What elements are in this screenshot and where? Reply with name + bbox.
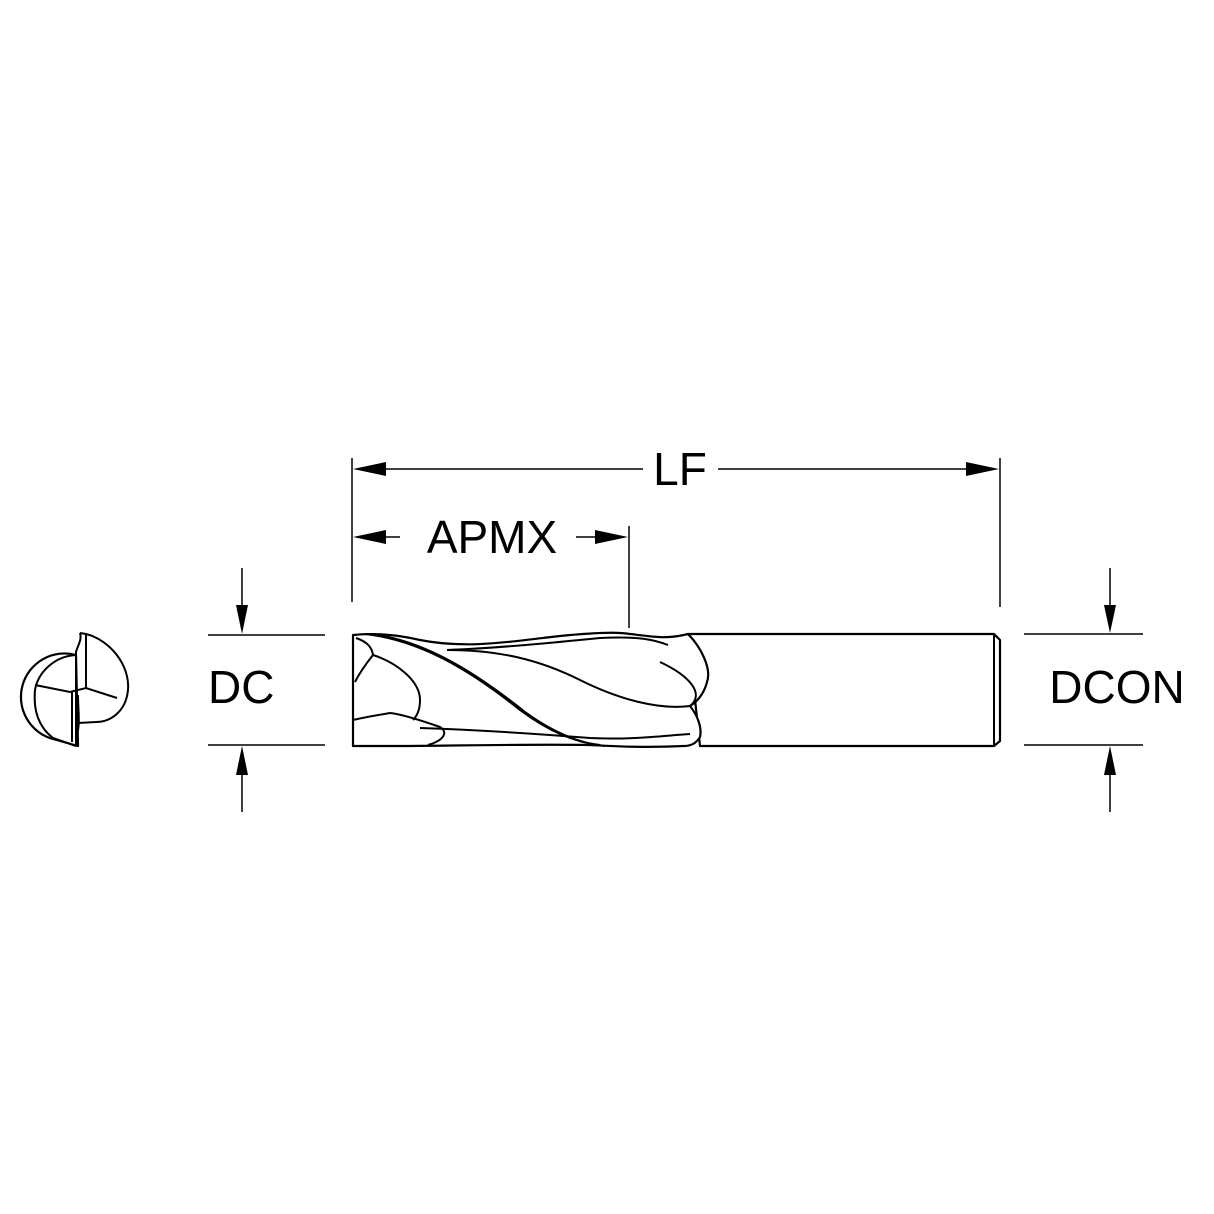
end-view-icon — [19, 632, 130, 748]
apmx-label: APMX — [427, 511, 557, 563]
dcon-dimension — [1024, 568, 1143, 812]
shank — [686, 632, 1002, 748]
flute-body — [351, 631, 710, 748]
dc-dimension — [208, 568, 325, 812]
lf-label: LF — [653, 443, 707, 495]
dcon-label: DCON — [1049, 661, 1184, 713]
side-view — [351, 631, 1002, 748]
apmx-dimension — [353, 526, 630, 628]
dc-label: DC — [208, 661, 274, 713]
lf-dimension — [351, 458, 1001, 607]
